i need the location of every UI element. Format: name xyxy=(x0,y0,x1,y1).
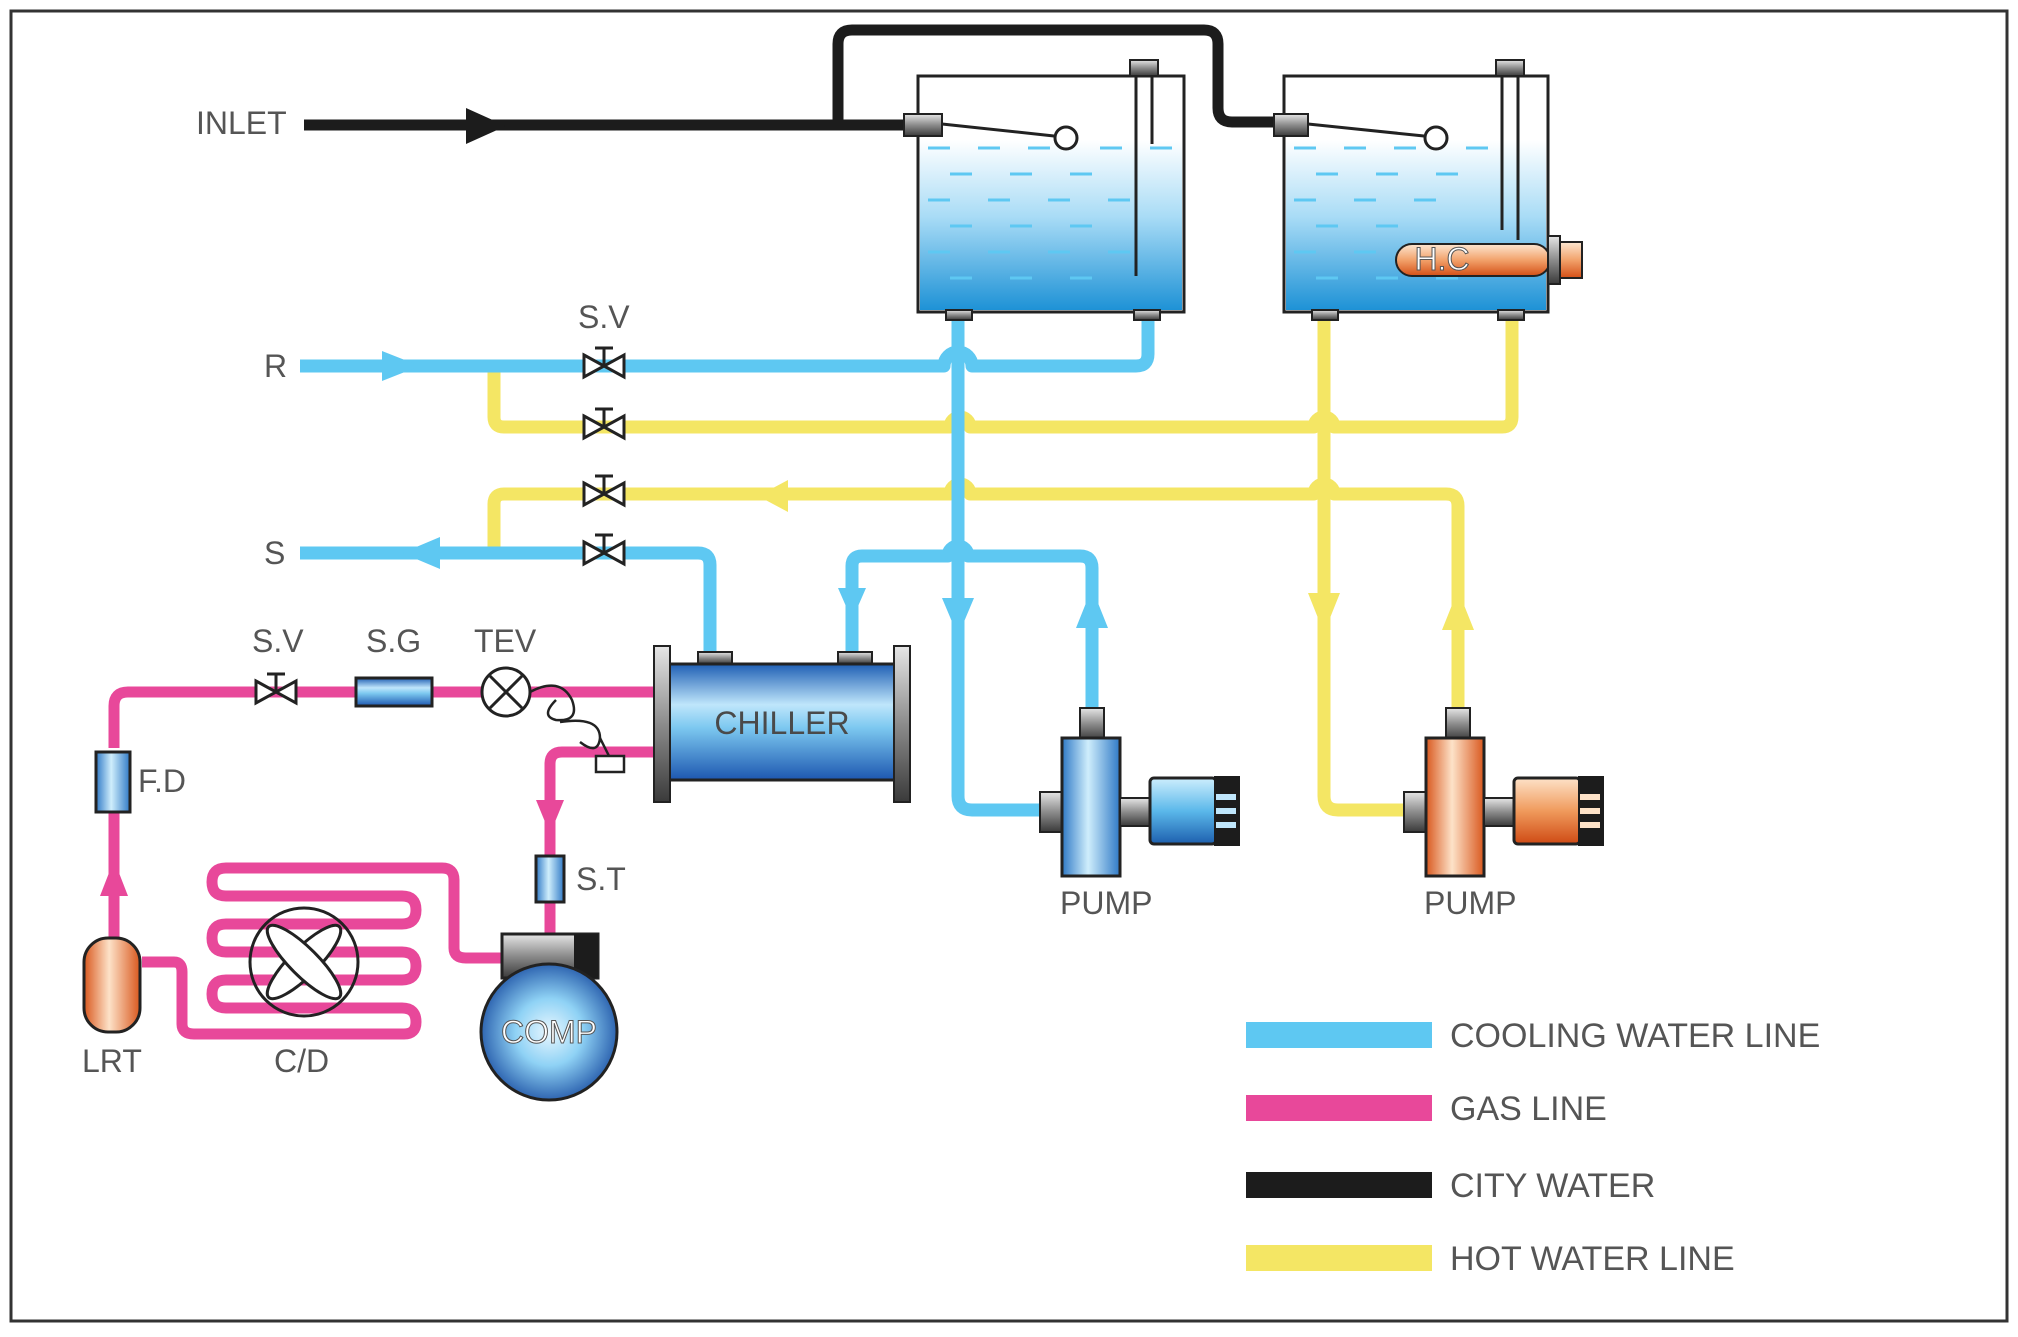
supply-pipe-s xyxy=(300,546,717,654)
condenser-fan-icon xyxy=(248,906,360,1018)
label-sv-return: S.V xyxy=(578,299,630,335)
outer-frame xyxy=(9,9,2009,1323)
label-compressor: COMP xyxy=(501,1014,597,1050)
valve-hot-supply xyxy=(582,474,626,508)
legend-item-hot: HOT WATER LINE xyxy=(1246,1240,1735,1278)
suction-trap-s-t xyxy=(534,854,566,904)
cooling-flow-arrow-r xyxy=(382,351,420,381)
label-suction-trap: S.T xyxy=(576,861,626,897)
label-heating-coil: H.C xyxy=(1414,241,1469,277)
compressor-comp xyxy=(479,932,619,1102)
hot-supply-pipe xyxy=(487,477,1465,712)
gas-suction-line xyxy=(544,746,664,858)
tev-valve xyxy=(480,666,532,718)
cooling-flow-arrow-up xyxy=(1076,588,1108,628)
valve-hot-return xyxy=(582,407,626,441)
label-tev: TEV xyxy=(474,623,537,659)
city-water-lines xyxy=(304,24,1276,144)
hot-return-pipe xyxy=(487,314,1519,434)
legend-label-city: CITY WATER xyxy=(1450,1167,1655,1205)
cooling-flow-arrow-down xyxy=(942,598,974,636)
label-r: R xyxy=(264,348,287,384)
heating-coil-h-c xyxy=(1395,235,1583,285)
hot-water-lines xyxy=(487,314,1519,817)
valve-sv-return xyxy=(582,346,626,380)
tank-to-cooling-pump-pipe xyxy=(951,314,1044,817)
pump-to-chiller-pipe xyxy=(845,539,1099,712)
legend-swatch-hot xyxy=(1246,1245,1432,1271)
cooling-water-pump xyxy=(1039,707,1240,878)
city-crossover-pipe xyxy=(832,24,1276,128)
legend-swatch-cooling xyxy=(1246,1022,1432,1048)
label-filter-drier: F.D xyxy=(138,763,186,799)
gas-flow-arrow-down xyxy=(536,800,564,834)
legend-label-hot: HOT WATER LINE xyxy=(1450,1240,1735,1278)
sight-glass-s-g xyxy=(354,676,434,708)
hot-water-pump xyxy=(1403,707,1604,878)
legend-label-cooling: COOLING WATER LINE xyxy=(1450,1017,1820,1055)
legend-swatch-city xyxy=(1246,1172,1432,1198)
label-pump-hot: PUMP xyxy=(1424,885,1516,921)
filter-drier-f-d xyxy=(94,750,132,814)
valve-supply-s xyxy=(582,533,626,567)
cooling-tank xyxy=(903,59,1186,321)
city-flow-arrow xyxy=(466,108,506,144)
label-s: S xyxy=(264,535,285,571)
hot-flow-arrow-down xyxy=(1308,593,1340,633)
cooling-water-lines xyxy=(300,314,1155,817)
cooling-flow-arrow-chiller xyxy=(838,588,866,620)
label-chiller: CHILLER xyxy=(714,705,849,741)
chiller-unit xyxy=(653,645,911,803)
cooling-flow-arrow-s xyxy=(402,537,440,569)
label-sight-glass: S.G xyxy=(366,623,421,659)
label-condenser: C/D xyxy=(274,1043,329,1079)
legend-swatch-gas xyxy=(1246,1095,1432,1121)
valve-sv-gas xyxy=(254,672,298,706)
legend-item-cooling: COOLING WATER LINE xyxy=(1246,1017,1820,1055)
legend-item-gas: GAS LINE xyxy=(1246,1090,1607,1128)
gas-flow-arrow-up xyxy=(100,860,128,896)
legend: COOLING WATER LINE GAS LINE CITY WATER H… xyxy=(1246,1017,1820,1278)
hot-flow-arrow-up xyxy=(1442,590,1474,630)
label-inlet: INLET xyxy=(196,105,287,141)
hot-tank-to-pump-pipe xyxy=(1317,314,1408,817)
legend-item-city: CITY WATER xyxy=(1246,1167,1655,1205)
hot-water-tank xyxy=(1273,59,1550,321)
gas-liquid-line xyxy=(108,686,664,748)
hot-flow-arrow-left xyxy=(758,480,788,512)
legend-label-gas: GAS LINE xyxy=(1450,1090,1607,1128)
label-pump-cooling: PUMP xyxy=(1060,885,1152,921)
tev-capillary xyxy=(529,684,626,774)
label-lrt: LRT xyxy=(82,1043,142,1079)
liquid-receiver-tank-lrt xyxy=(82,936,142,1034)
label-sv-gas: S.V xyxy=(252,623,304,659)
return-pipe-r xyxy=(300,314,1155,373)
